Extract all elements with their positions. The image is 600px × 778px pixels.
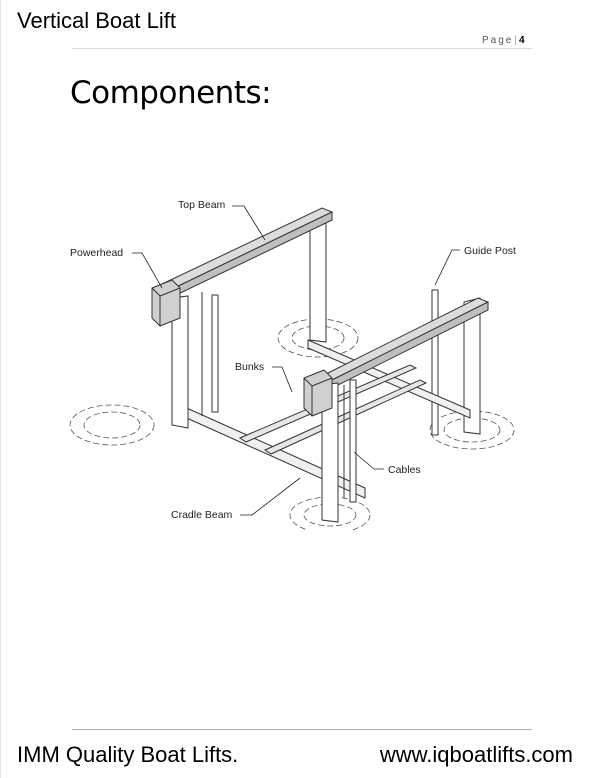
footer-rule [72, 729, 532, 730]
footer-company: IMM Quality Boat Lifts. [17, 742, 239, 767]
footer-website: www.iqboatlifts.com [379, 742, 573, 767]
guide-post-right [431, 289, 439, 436]
document-title: Vertical Boat Lift [17, 8, 176, 33]
section-heading: Components: [70, 75, 272, 111]
post-left [171, 295, 189, 429]
top-beam-left [158, 207, 334, 291]
label-cables: Cables [388, 464, 421, 476]
label-guide-post: Guide Post [464, 245, 516, 257]
ripple-back [277, 318, 359, 358]
label-powerhead: Powerhead [70, 247, 123, 259]
post-front [321, 382, 339, 523]
page-number-value: 4 [518, 35, 525, 46]
page-word: Page [482, 35, 514, 46]
header-rule [72, 48, 532, 49]
powerhead-right [303, 369, 333, 417]
page-edge [0, 0, 1, 778]
powerhead-left [151, 279, 181, 327]
label-top-beam: Top Beam [178, 199, 226, 211]
post-back [309, 221, 327, 343]
ripple-front [289, 496, 371, 530]
bunk-right [263, 379, 428, 455]
ripple-left [69, 404, 155, 446]
guide-post-left [211, 294, 219, 413]
guide-post-front [349, 379, 357, 503]
boat-lift-diagram: Top Beam Powerhead Guide Post Bunks Cabl… [69, 199, 516, 530]
page-number: Page|4 [482, 35, 525, 46]
label-bunks: Bunks [235, 361, 264, 373]
label-cradle-beam: Cradle Beam [171, 509, 233, 521]
